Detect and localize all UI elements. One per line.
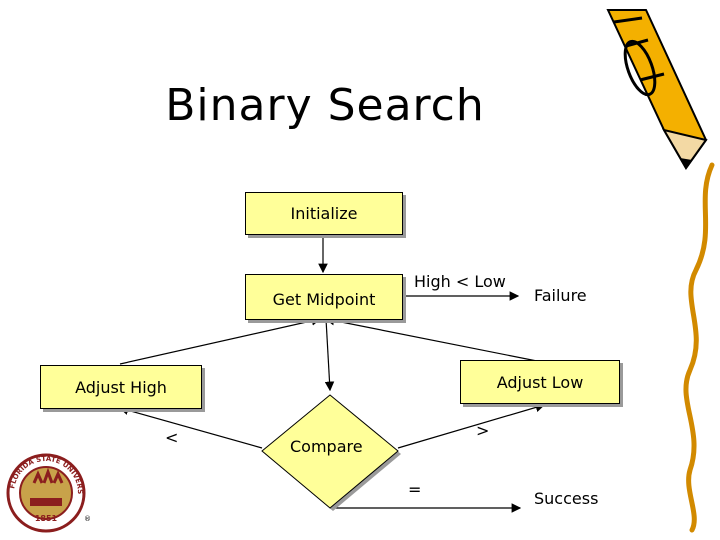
edge-adjustlow-midpoint bbox=[324, 315, 553, 365]
node-initialize: Initialize bbox=[245, 192, 403, 235]
edge-compare-adjustlow bbox=[397, 402, 546, 449]
label-high-less-low: High < Low bbox=[414, 272, 506, 291]
university-seal-icon: FLORIDA STATE UNIVERSITY 1851 ® bbox=[0, 0, 91, 533]
pencil-icon bbox=[606, 9, 715, 533]
label-less-than: < bbox=[165, 428, 179, 447]
node-adjust-low-label: Adjust Low bbox=[496, 372, 584, 392]
label-greater-than: > bbox=[476, 421, 490, 440]
node-initialize-label: Initialize bbox=[290, 204, 358, 223]
node-adjust-high-label: Adjust High bbox=[75, 377, 167, 397]
label-equal: = bbox=[408, 480, 422, 499]
svg-text:FLORIDA STATE UNIVERSITY: FLORIDA STATE UNIVERSITY bbox=[0, 0, 84, 494]
node-get-midpoint: Get Midpoint bbox=[245, 274, 403, 320]
edge-compare-adjusthigh bbox=[118, 405, 263, 449]
node-adjust-low: Adjust Low bbox=[460, 360, 620, 404]
seal-year: 1851 bbox=[35, 514, 58, 523]
node-adjust-high: Adjust High bbox=[40, 365, 202, 409]
label-failure: Failure bbox=[534, 286, 587, 305]
node-compare-label: Compare bbox=[290, 437, 363, 456]
svg-text:®: ® bbox=[84, 515, 91, 523]
slide-title: Binary Search bbox=[165, 80, 485, 131]
node-get-midpoint-label: Get Midpoint bbox=[272, 290, 376, 309]
edge-adjusthigh-midpoint bbox=[119, 316, 322, 365]
seal-text: FLORIDA STATE UNIVERSITY bbox=[0, 0, 84, 494]
label-success: Success bbox=[534, 489, 599, 508]
edge-midpoint-compare bbox=[324, 318, 335, 392]
